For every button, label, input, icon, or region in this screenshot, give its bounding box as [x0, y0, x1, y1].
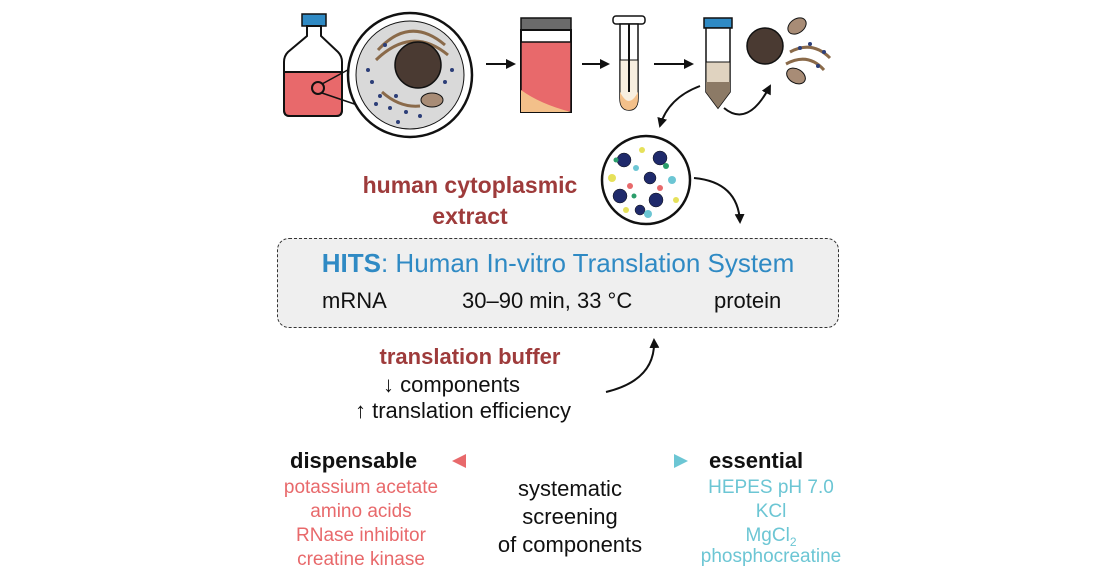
dispensable-item: amino acids — [310, 501, 412, 522]
screening-line: screening — [522, 504, 618, 529]
dispensable-heading: dispensable — [290, 448, 418, 473]
essential-item-mgcl2: MgCl2 — [690, 526, 852, 548]
mgcl-subscript: 2 — [789, 534, 797, 549]
hits-acronym: HITS — [321, 248, 381, 278]
flow-output: protein — [714, 288, 782, 313]
flow-conditions: 30–90 min, 33 °C — [462, 288, 633, 313]
hits-title: HITS: Human In-vitro Translation System — [277, 250, 839, 276]
cell-zoom-icon — [346, 11, 474, 139]
cytoplasmic-extract-icon — [600, 134, 692, 226]
dispensable-item: creatine kinase — [297, 549, 425, 570]
buffer-line-efficiency: ↑ translation efficiency — [355, 398, 572, 423]
dispensable-essential-arrow — [452, 454, 688, 468]
essential-item: phosphocreatine — [700, 546, 842, 567]
essential-item: KCl — [755, 501, 787, 522]
mgcl-text: MgCl — [745, 525, 790, 546]
hits-full-name: : Human In-vitro Translation System — [380, 248, 795, 278]
culture-flask-icon — [283, 13, 379, 117]
essential-item: HEPES pH 7.0 — [708, 477, 834, 498]
buffer-line-components: ↓ components — [383, 372, 520, 397]
dispensable-item: potassium acetate — [283, 477, 439, 498]
organelle-debris-icon — [746, 17, 832, 85]
dispensable-item: RNase inhibitor — [296, 525, 426, 546]
homogenizer-tube-icon — [612, 15, 646, 111]
extract-label: human cytoplasmic extract — [362, 172, 578, 229]
essential-heading: essential — [709, 448, 804, 473]
cell-pellet-jar-icon — [520, 17, 572, 113]
flow-input: mRNA — [322, 288, 387, 313]
centrifuge-tube-icon — [703, 17, 733, 110]
screening-line: of components — [497, 532, 643, 557]
screening-line: systematic — [518, 476, 622, 501]
hits-box — [277, 238, 839, 328]
buffer-title: translation buffer — [379, 344, 561, 369]
